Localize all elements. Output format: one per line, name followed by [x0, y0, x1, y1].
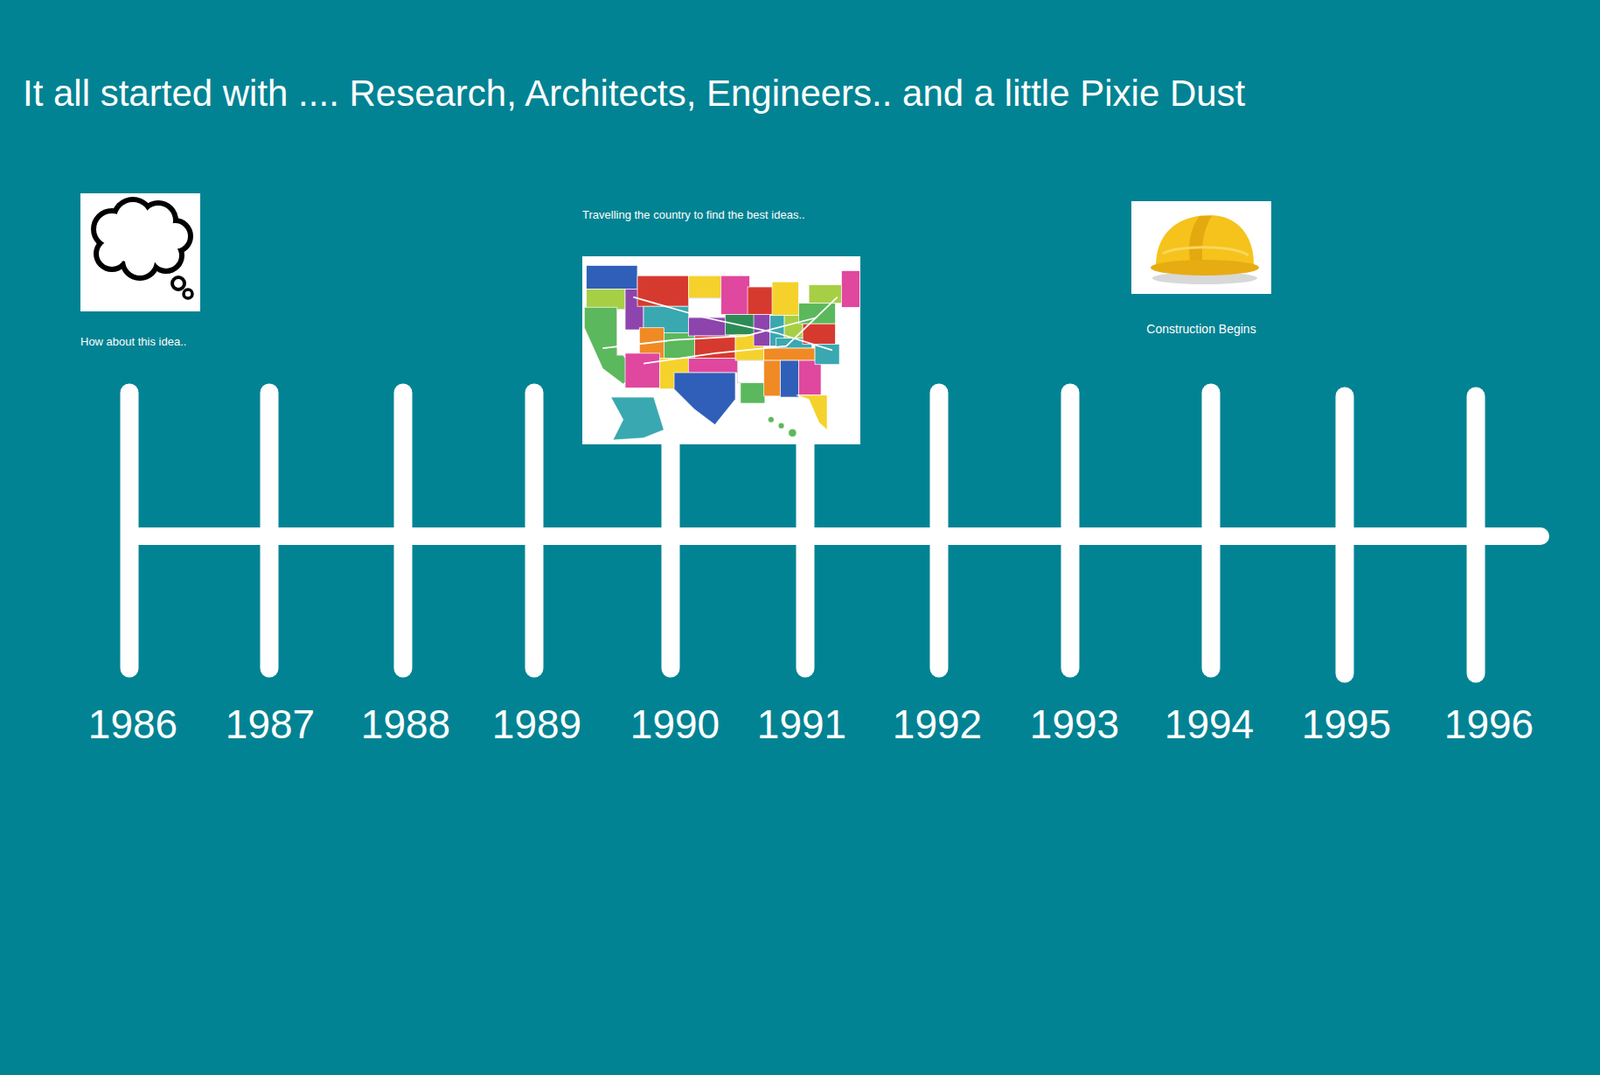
usa-map-part-part [688, 275, 725, 299]
usa-map-part-part [625, 353, 661, 389]
usa-map-part-part [602, 297, 837, 364]
thought-bubble-part-part [131, 216, 177, 263]
year-ticks-part [120, 392, 140, 668]
year-label: 1990 [630, 700, 720, 748]
usa-map-part-part [798, 360, 821, 396]
thought-bubble [80, 193, 201, 312]
usa-map-part-part [747, 286, 774, 315]
usa-map-part-part [814, 343, 840, 364]
usa-map-part-part [740, 382, 766, 404]
thought-bubble-part-part [131, 216, 177, 263]
usa-map-part-part-part [602, 317, 817, 348]
image-card: Travelling the country to find the best … [582, 207, 861, 445]
year-label: 1987 [225, 700, 315, 748]
usa-map-part-part [841, 270, 860, 307]
image-card: Construction Begins [1131, 201, 1272, 337]
year-ticks-part [1335, 396, 1355, 674]
hard-hat-part [1131, 201, 1272, 294]
image-caption: Travelling the country to find the best … [582, 207, 806, 223]
hard-hat-part [1150, 259, 1260, 276]
thought-bubble-part [172, 277, 185, 290]
usa-map-part-part [778, 422, 785, 429]
usa-map-part-part [788, 428, 797, 437]
year-ticks-part [260, 392, 279, 668]
usa-map-part [584, 265, 860, 441]
usa-map-part-part [611, 396, 665, 440]
usa-map-part-part [586, 288, 626, 309]
usa-map-part-part-part [643, 297, 838, 364]
usa-map-part-part [779, 360, 799, 397]
usa-map-part-part [772, 281, 799, 316]
usa-map-part-part [737, 360, 764, 383]
year-ticks-part [930, 392, 949, 668]
thought-bubble-part [80, 193, 201, 312]
usa-map-part-part-part [633, 297, 833, 351]
year-ticks-part [1202, 392, 1221, 668]
image-caption: How about this idea.. [80, 333, 187, 350]
usa-map-part-part [764, 347, 815, 361]
year-label: 1994 [1164, 700, 1254, 748]
year-label: 1996 [1444, 700, 1534, 748]
hard-hat-part [1189, 215, 1212, 267]
usa-map-part [582, 256, 861, 445]
usa-map-part-part [637, 275, 689, 307]
usa-map-part-part [764, 360, 781, 397]
image-caption: Construction Begins [1146, 320, 1256, 337]
usa-map-part-part [586, 265, 638, 290]
hard-hat-part [1155, 215, 1254, 267]
usa-map-part-part [808, 285, 842, 304]
usa-map-part-part [721, 275, 751, 314]
year-label: 1988 [361, 700, 451, 748]
hard-hat [1131, 201, 1272, 294]
usa-map [582, 256, 861, 445]
year-label: 1993 [1029, 700, 1120, 748]
year-label: 1995 [1301, 700, 1392, 748]
thought-bubble-part [183, 289, 193, 299]
image-card: How about this idea.. [80, 193, 201, 350]
usa-map-part-part [663, 333, 695, 359]
thought-bubble-part [96, 201, 188, 276]
year-ticks-part [1061, 392, 1080, 668]
year-label: 1991 [757, 700, 847, 748]
usa-map-part-part [688, 358, 739, 373]
usa-map-part-part [796, 395, 828, 431]
year-ticks-part [525, 392, 544, 668]
thought-bubble-part [90, 196, 194, 281]
year-label: 1992 [892, 700, 982, 748]
usa-map-part-part [767, 416, 774, 423]
year-ticks-part [394, 392, 413, 668]
year-label: 1986 [88, 700, 178, 748]
hard-hat-part [1162, 247, 1249, 256]
year-ticks-part [1467, 396, 1486, 674]
axis-line [129, 527, 1541, 545]
usa-map-part-part [688, 317, 730, 336]
page-title: It all started with .... Research, Archi… [22, 71, 1246, 116]
year-label: 1989 [492, 700, 582, 748]
usa-map-part-part [674, 372, 736, 425]
